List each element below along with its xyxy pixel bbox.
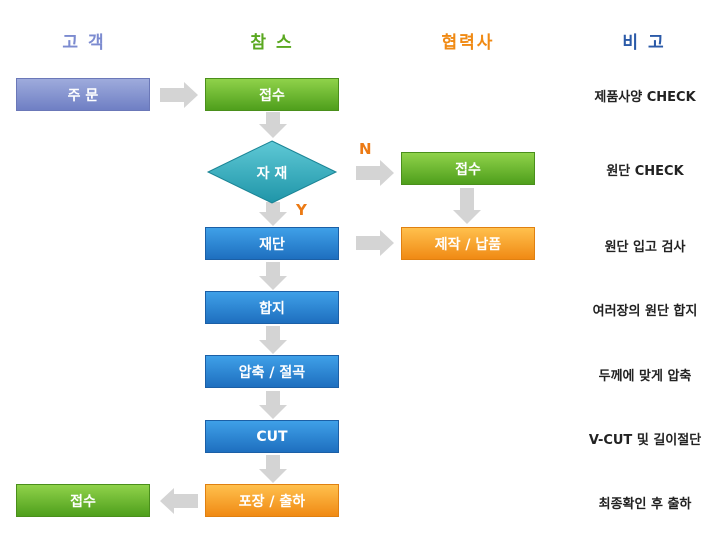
material-decision-label: 자 재	[256, 165, 288, 182]
arrow-order-to-receive	[160, 82, 198, 108]
remark-item: 두께에 맞게 압축	[598, 369, 692, 384]
remark-item: 제품사양 CHECK	[594, 90, 696, 105]
arrow-partner-receive-to-make	[453, 188, 481, 224]
arrow-material-to-cutting	[259, 202, 287, 226]
arrow-cut-to-pack	[259, 455, 287, 483]
no-label: N	[359, 140, 372, 158]
receive-box: 접수	[205, 78, 339, 111]
arrow-material-to-partner	[356, 160, 394, 186]
partner-make-box: 제작 / 납품	[401, 227, 535, 260]
cut-box: CUT	[205, 420, 339, 453]
remark-item: 최종확인 후 출하	[598, 497, 692, 512]
arrow-compress-to-cut	[259, 391, 287, 419]
header-customer: 고 객	[62, 33, 106, 53]
arrow-receive-to-material	[259, 112, 287, 138]
remark-item: 여러장의 원단 합지	[592, 304, 698, 319]
remark-item: V-CUT 및 길이절단	[588, 433, 702, 448]
order-box: 주 문	[16, 78, 150, 111]
header-partner: 협력사	[441, 33, 495, 53]
arrow-cutting-to-laminate	[259, 262, 287, 290]
arrow-cutting-to-partner	[356, 230, 394, 256]
partner-receive-box: 접수	[401, 152, 535, 185]
compress-box: 압축 / 절곡	[205, 355, 339, 388]
customer-receive-box: 접수	[16, 484, 150, 517]
decision-diamond	[206, 140, 338, 204]
cutting-box: 재단	[205, 227, 339, 260]
header-remarks: 비 고	[622, 33, 666, 53]
remark-item: 원단 입고 검사	[604, 240, 686, 255]
yes-label: Y	[296, 201, 307, 219]
remark-item: 원단 CHECK	[606, 164, 684, 179]
laminate-box: 합지	[205, 291, 339, 324]
arrow-laminate-to-compress	[259, 326, 287, 354]
arrow-pack-to-customer	[160, 488, 198, 514]
header-participant: 참 스	[250, 33, 294, 53]
pack-box: 포장 / 출하	[205, 484, 339, 517]
